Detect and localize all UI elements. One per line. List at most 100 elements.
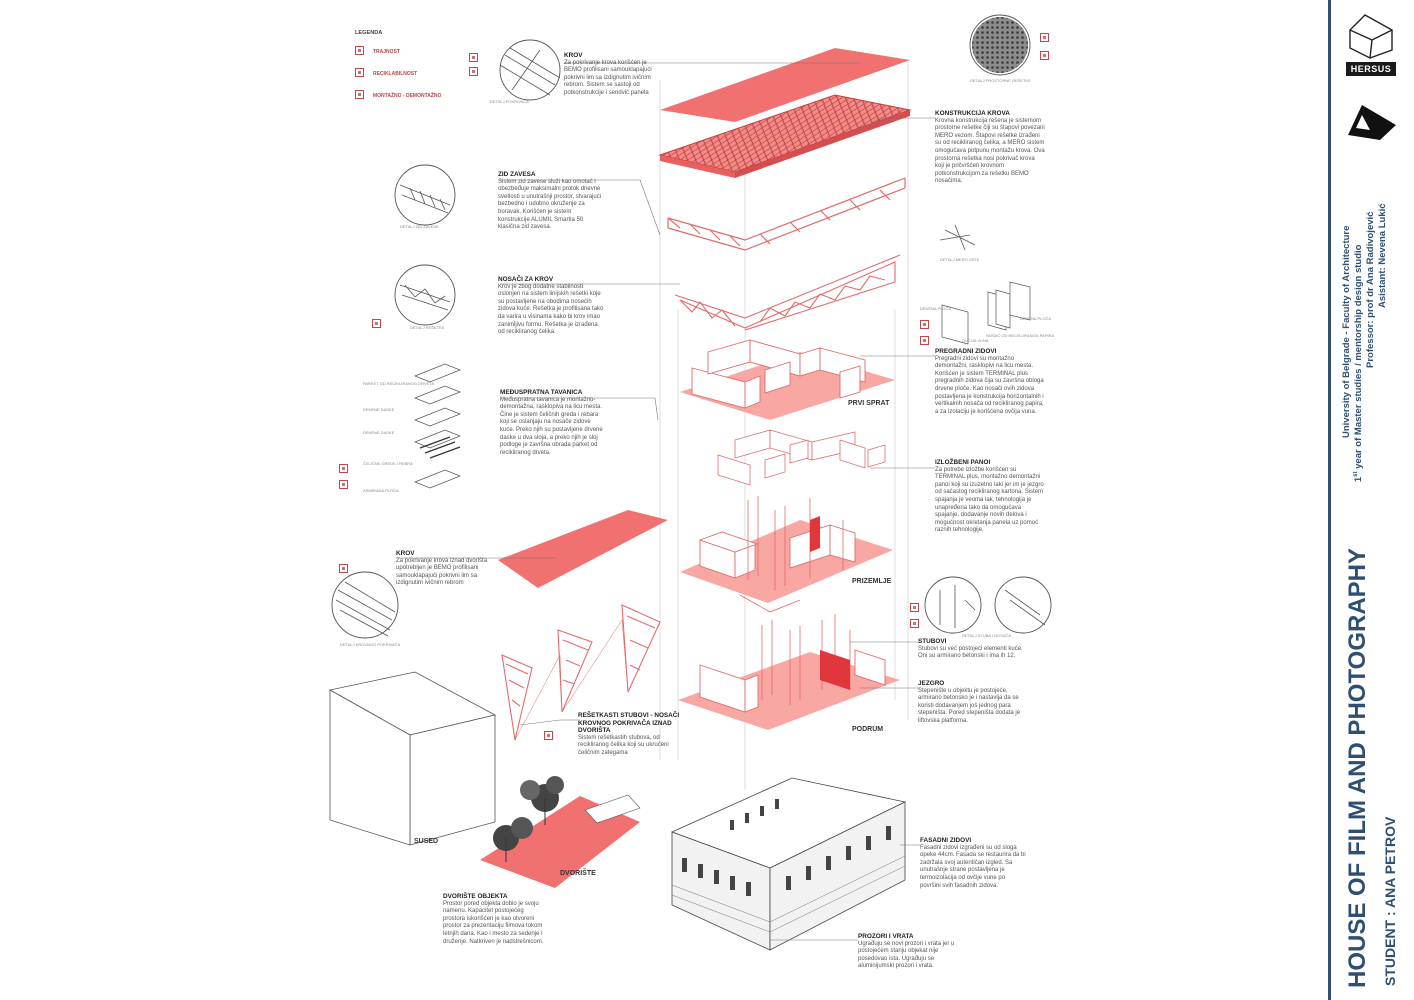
marker-icon (910, 619, 919, 628)
neighbour-block (328, 671, 497, 846)
student-name: STUDENT : ANA PETROV (1382, 816, 1398, 986)
annotation-body: Prostor pored objekta dobio je svoju nam… (443, 900, 544, 945)
annotation-title: KROV (564, 52, 583, 59)
steel-ribs (419, 436, 461, 459)
year-ordinal: st (1352, 471, 1359, 477)
studio-line: 1st year of Master studies / mentorship … (1353, 244, 1364, 482)
annotation-nosaci: NOSAČI ZA KROV Krov je zbog dodatne stab… (498, 276, 604, 337)
legend-label: TRAJNOST (373, 49, 400, 55)
annotation-prozori: PROZORI I VRATA Ugrađuju se novi prozori… (858, 933, 964, 971)
caption-stub: DETALJ STUBA I NOSAČA (962, 633, 1012, 638)
caption-wall-layer: NOSAČ OD RECIKLIRANOG PAPIRA (986, 333, 1055, 338)
annotation-konstrukcija: KONSTRUKCIJA KROVA Krovna konstrukcija r… (935, 110, 1045, 186)
caption-pokrivac: DETALJ POKRIVAČA (490, 99, 529, 104)
annotation-title: ZID ZAVESA (498, 171, 536, 178)
project-title: HOUSE OF FILM AND PHOTOGRAPHY (1344, 547, 1371, 988)
leader-lines (396, 62, 935, 941)
marker-icon (372, 319, 381, 328)
first-floor (680, 339, 895, 420)
annotation-izlozbeni: IZLOŽBENI PANOI Za potrebe izložbe koriš… (935, 459, 1045, 535)
label-prizemlje: PRIZEMLJE (852, 578, 892, 585)
legend-square (355, 90, 364, 99)
marker-icon (1040, 33, 1049, 42)
roof-slab (660, 48, 910, 122)
annotation-resetkasti: REŠETKASTI STUBOVI - NOSAČI KROVNOG POKR… (578, 712, 682, 758)
caption-pokrivac2: DETALJ KROVNOG POKRIVAČA (340, 642, 401, 647)
annotation-body: Međuspratna tavanica je montažno- demont… (500, 396, 603, 456)
annotation-title: STUBOVI (918, 638, 947, 645)
annotation-body: Stubovi su već postojeći elementi kuće. … (918, 645, 1023, 660)
caption-mero: DETALJ MERO VEZE (940, 257, 980, 262)
space-frame-detail-texture (972, 17, 1028, 73)
annotation-title: JEZGRO (918, 680, 945, 687)
annotation-title: MEĐUSPRATNA TAVANICA (500, 389, 583, 396)
annotation-krov-dvoriste: KROV Za pokrivanje krova iznad dvorišta … (396, 550, 500, 588)
label-podrum: PODRUM (852, 726, 884, 733)
marker-icon (469, 67, 478, 76)
annotation-title: KONSTRUKCIJA KROVA (935, 110, 1010, 117)
curtain-wall-frame (667, 177, 906, 251)
marker-icon (339, 564, 348, 573)
annotation-body: Fasadni zidovi izgrađeni su od sloga ope… (920, 844, 1026, 889)
legend: LEGENDA TRAJNOST RECIKLABILNOST MONTAŽNO… (355, 30, 441, 99)
caption-prostorna: DETALJ PROSTORNE REŠETKE (970, 78, 1031, 83)
annotation-tavanica: MEĐUSPRATNA TAVANICA Međuspratna tavanic… (500, 389, 606, 457)
legend-square (355, 68, 364, 77)
professor-line: Professor: prof dr Ana Radivojević (1365, 211, 1376, 368)
caption-layer: DRVENE DASKE (363, 430, 395, 435)
caption-zid: DETALJ ZID ZAVESE (400, 224, 439, 229)
annotation-body: Pregradni zidovi su montažno demontažni,… (935, 355, 1044, 415)
annotation-title: FASADNI ZIDOVI (920, 837, 972, 844)
floor-layer-stack (414, 363, 461, 489)
sidebar-divider (1328, 0, 1331, 1000)
label-sused: SUSED (414, 838, 439, 845)
facade-building (670, 777, 907, 951)
legend-label: RECIKLABILNOST (373, 71, 418, 77)
caption-resetka: DETALJ REŠETKE (410, 325, 445, 330)
marker-icon (1040, 51, 1049, 60)
marker-icon (920, 320, 929, 329)
annotation-body: Za pokrivanje krova iznad dvorišta upotr… (396, 557, 488, 587)
annotation-title: NOSAČI ZA KROV (498, 276, 554, 283)
marker-icon (339, 480, 348, 489)
legend-square (355, 46, 364, 55)
label-dvoriste: DVORIŠTE (560, 870, 596, 877)
marker-icon (339, 464, 348, 473)
legend-title: LEGENDA (355, 30, 383, 36)
caption-layer: ČELIČNE GREDE I REBRA (363, 461, 413, 466)
marker-icon (469, 53, 478, 62)
exhibition-panels (717, 429, 886, 486)
projection-lines (659, 60, 909, 790)
legend-label: MONTAŽNO - DEMONTAŽNO (373, 93, 442, 99)
year-rest: year of Master studies / mentorship desi… (1353, 244, 1364, 472)
marker-icon (920, 336, 929, 345)
annotation-fasadni: FASADNI ZIDOVI Fasadni zidovi izgrađeni … (920, 837, 1026, 890)
annotation-zid-zavesa: ZID ZAVESA Sistem zid zavese služi kao o… (498, 171, 602, 232)
courtyard-roof-slab (498, 510, 668, 588)
hersus-logo-text: HERSUS (1346, 62, 1396, 76)
assistant-line: Asistant: Nevena Lukić (1377, 203, 1388, 308)
label-prvi-sprat: PRVI SPRAT (848, 400, 890, 407)
ground-floor (680, 496, 893, 613)
courtyard (480, 776, 641, 888)
annotation-title: REŠETKASTI STUBOVI - NOSAČI KROVNOG POKR… (578, 712, 680, 735)
annotation-title: KROV (396, 550, 415, 557)
caption-wall-layer: DRVENA PLOČA (920, 306, 952, 311)
roof-space-frame (658, 94, 912, 178)
caption-layer: ARMIRANA PLOČA (363, 488, 399, 493)
annotation-title: PREGRADNI ZIDOVI (935, 348, 997, 355)
annotation-body: Za pokrivanje krova korišćen je BEMO pro… (564, 59, 652, 96)
caption-layer: DRVENE DASKE (363, 407, 395, 412)
annotation-body: Sistem rešetkastih stubova, od reciklira… (578, 734, 669, 756)
detail-sketches (335, 47, 1046, 637)
annotation-stubovi: STUBOVI Stubovi su već postojeći element… (918, 638, 1028, 661)
annotation-body: Za potrebe izložbe korišćen su TERMINAL … (935, 466, 1044, 534)
roof-trusses (674, 254, 901, 331)
wall-layer-detail (941, 281, 1031, 345)
annotation-jezgro: JEZGRO Stepenište u objektu je postojeće… (918, 680, 1028, 726)
annotation-body: Krov je zbog dodatne stabilnosti oslonje… (498, 283, 604, 336)
annotation-pregradni: PREGRADNI ZIDOVI Pregradni zidovi su mon… (935, 348, 1045, 416)
marker-icon (910, 603, 919, 612)
lattice-columns (501, 604, 661, 741)
